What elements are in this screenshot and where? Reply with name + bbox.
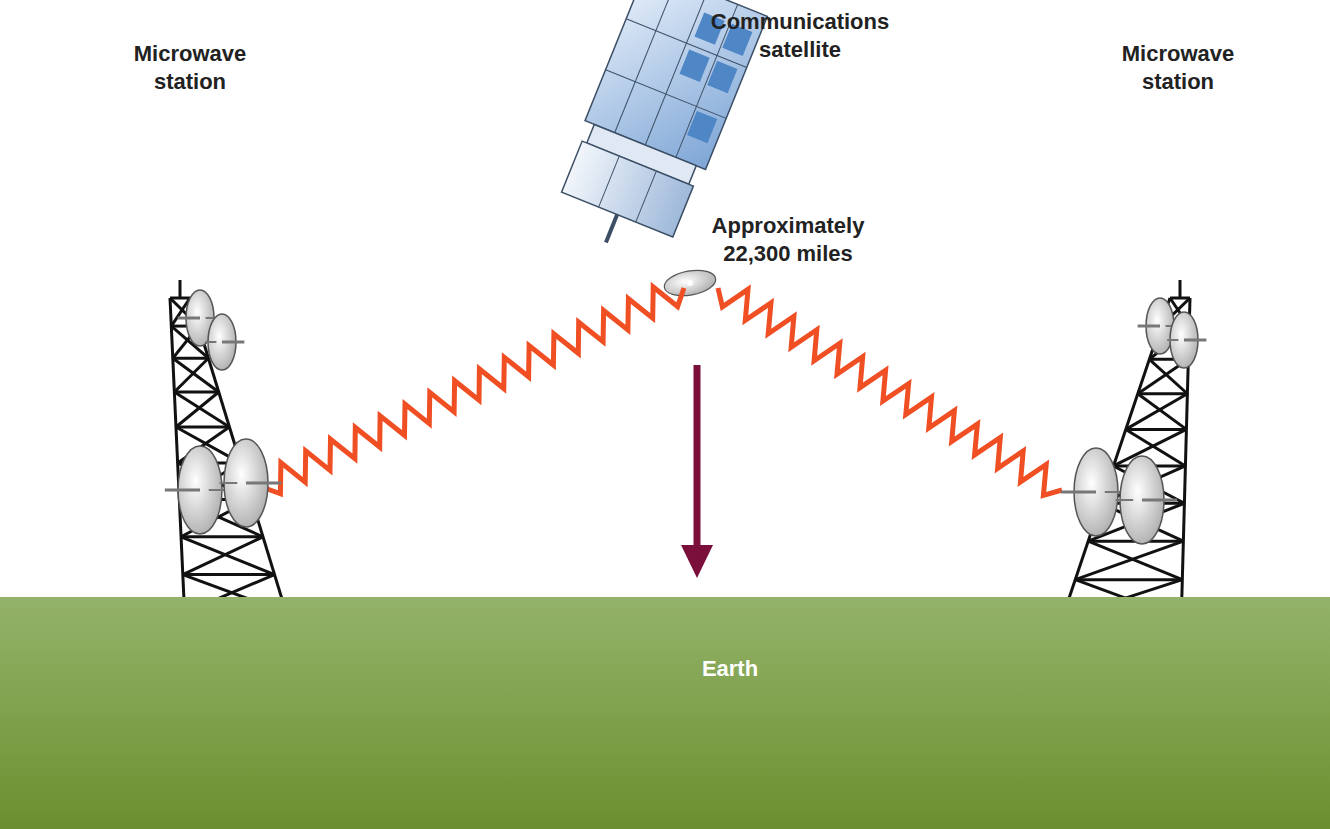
tower-dish bbox=[1061, 448, 1123, 536]
station-label: Microwave station bbox=[1103, 40, 1253, 96]
signal-zigzag bbox=[262, 287, 684, 494]
region-label: Earth bbox=[702, 655, 758, 683]
signal-zigzag bbox=[718, 288, 1062, 495]
tower-dish bbox=[205, 314, 244, 370]
tower-dish bbox=[165, 446, 227, 534]
tower-dish bbox=[220, 439, 282, 527]
distance-arrow bbox=[681, 365, 713, 578]
earth-band: Earth bbox=[0, 597, 1330, 829]
satellite-dish bbox=[662, 267, 717, 300]
satellite-label: Communications satellite bbox=[705, 8, 895, 64]
distance-label: Approximately 22,300 miles bbox=[703, 212, 873, 268]
microwave-signal bbox=[262, 287, 1062, 495]
station-label: Microwave station bbox=[115, 40, 265, 96]
tower-dish bbox=[1167, 312, 1206, 368]
tower-dish bbox=[1116, 456, 1178, 544]
